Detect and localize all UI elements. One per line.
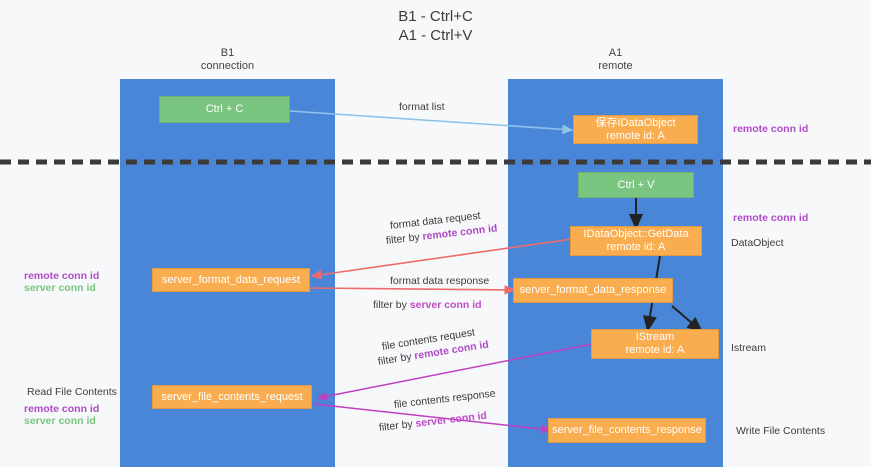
node-server-file-contents-request[interactable]: server_file_contents_request [152,385,312,409]
edge-label-file-contents-response: file contents response [393,387,497,411]
annotation-read-file-contents: Read File Contents [27,386,117,398]
edge-label-file-contents-response-filter: filter by server conn id [378,409,487,435]
annotation-remote-conn-id-top: remote conn id [733,123,809,135]
filter-prefix: filter by [373,299,410,311]
filter-prefix: filter by [378,417,417,434]
annotation-write-file-contents: Write File Contents [736,425,826,437]
filter-key-server-conn-id: server conn id [409,299,482,311]
annotation-remote-conn-id-mid: remote conn id [733,212,809,224]
column-header-b1: B1 connection [200,47,255,72]
annotation-left-remote-conn-id: remote conn id [24,270,100,282]
node-server-format-data-response[interactable]: server_format_data_response [513,278,673,303]
annotation-istream: Istream [731,342,767,354]
annotation-left-remote-conn-id-2: remote conn id [24,403,100,415]
node-server-format-data-request[interactable]: server_format_data_request [152,268,310,292]
annotation-left-server-conn-id: server conn id [24,282,96,294]
annotation-left-server-conn-id-2: server conn id [24,415,96,427]
edge-label-format-data-response-filter: filter by server conn id [373,298,482,312]
node-ctrl-v[interactable]: Ctrl + V [578,172,694,198]
node-ctrl-c[interactable]: Ctrl + C [159,96,290,123]
annotation-dataobject: DataObject [731,237,784,249]
column-header-a1: A1 remote [598,47,633,72]
edge-label-format-data-response: format data response [390,275,490,287]
node-server-file-contents-response[interactable]: server_file_contents_response [548,418,706,443]
node-istream[interactable]: IStream remote id: A [591,329,719,359]
node-save-idataobject[interactable]: 保存IDataObject remote id: A [573,115,698,144]
page-title: B1 - Ctrl+C A1 - Ctrl+V [398,8,473,44]
edge-label-format-list: format list [399,101,445,113]
filter-prefix: filter by [385,230,424,247]
node-idataobject-getdata[interactable]: IDataObject::GetData remote id: A [570,226,702,256]
filter-key-server-conn-id: server conn id [414,409,488,430]
